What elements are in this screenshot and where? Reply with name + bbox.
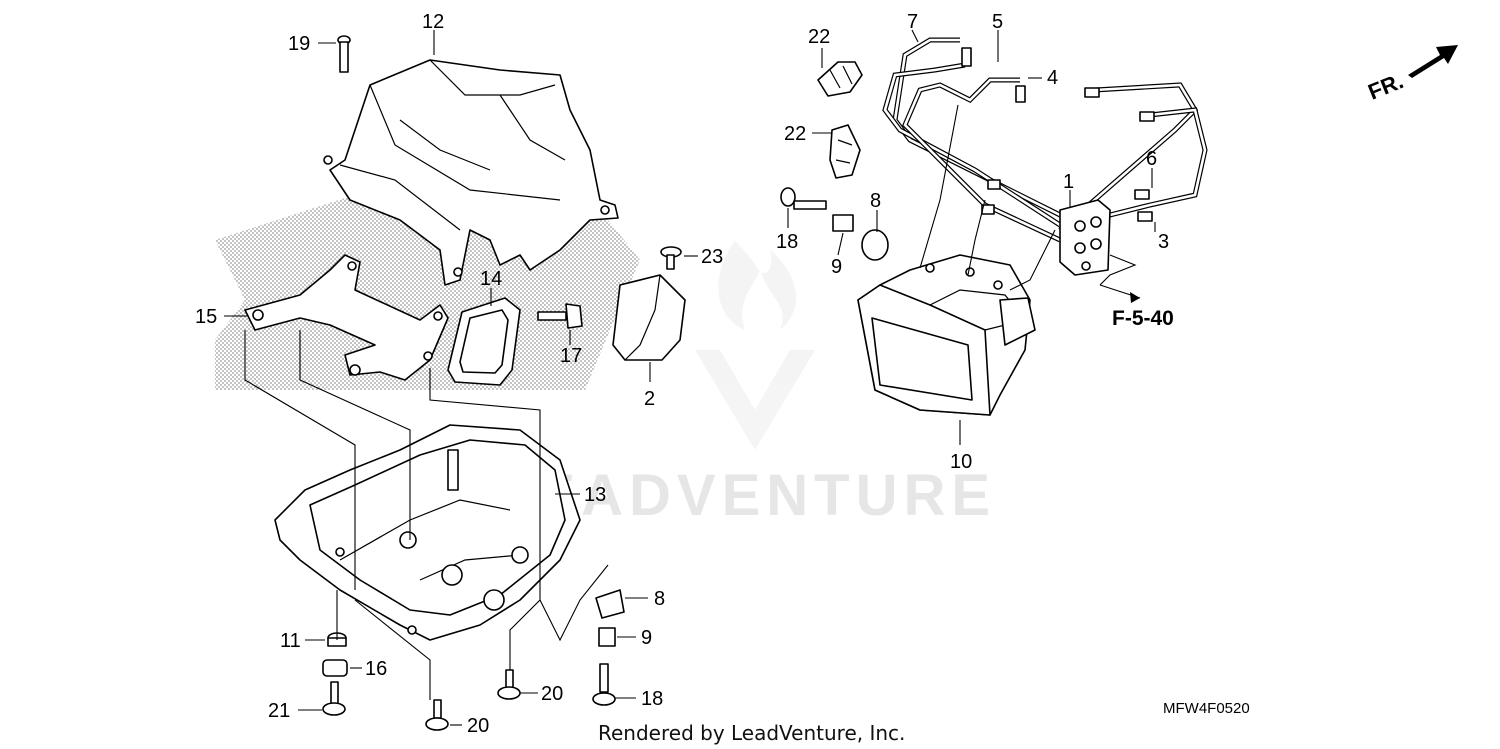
leader-lines — [224, 29, 1156, 726]
callout-7: 7 — [907, 11, 918, 33]
clip-part-22a[interactable] — [817, 61, 863, 97]
callout-9a: 9 — [831, 256, 842, 278]
callout-2: 2 — [644, 388, 655, 410]
callout-16: 16 — [365, 658, 387, 680]
grommet-part-8a[interactable] — [861, 229, 889, 261]
callout-21: 21 — [268, 700, 290, 722]
bolt-part-19[interactable] — [337, 35, 351, 73]
abs-cover-part-12[interactable] — [323, 59, 619, 286]
clip-part-23[interactable] — [660, 246, 682, 270]
abs-modulator-part-10[interactable] — [857, 254, 1036, 416]
callout-6: 6 — [1146, 148, 1157, 170]
lower-tray-part-13[interactable] — [274, 424, 581, 641]
bolt-part-17[interactable] — [537, 303, 583, 329]
callout-20a: 20 — [541, 683, 563, 705]
callout-12: 12 — [422, 11, 444, 33]
callout-4: 4 — [1047, 67, 1058, 89]
callout-5: 5 — [992, 11, 1003, 33]
brake-pipes[interactable] — [882, 37, 1208, 243]
callout-9b: 9 — [641, 627, 652, 649]
callout-8a: 8 — [870, 190, 881, 212]
callout-19: 19 — [288, 33, 310, 55]
callout-18a: 18 — [776, 231, 798, 253]
bolt-part-21[interactable] — [322, 681, 346, 716]
rubber-seal-part-14[interactable] — [447, 297, 521, 386]
callout-11: 11 — [280, 630, 301, 652]
credit-line: Rendered by LeadVenture, Inc. — [598, 721, 905, 745]
front-arrow-icon — [1408, 45, 1458, 78]
callout-22a: 22 — [808, 26, 830, 48]
callout-13: 13 — [584, 484, 606, 506]
bolt-part-20a[interactable] — [497, 669, 521, 700]
front-indicator: FR. — [1365, 68, 1407, 104]
grommet-part-8b[interactable] — [595, 589, 625, 619]
reference-link[interactable]: F-5-40 — [1112, 307, 1174, 330]
bolt-part-20b[interactable] — [425, 699, 449, 731]
grommet-part-16[interactable] — [322, 659, 348, 677]
bracket-part-15[interactable] — [244, 254, 449, 381]
callout-20b: 20 — [467, 715, 489, 737]
callout-17: 17 — [560, 345, 582, 367]
callout-15: 15 — [195, 306, 217, 328]
collar-part-9b[interactable] — [598, 627, 616, 647]
watermark-logo — [695, 240, 815, 450]
callout-labels: 1 2 3 4 5 6 7 8 8 9 9 10 11 12 13 14 15 … — [195, 11, 1169, 737]
callout-3: 3 — [1158, 231, 1169, 253]
diagram-code: MFW4F0520 — [1163, 700, 1250, 717]
rubber-cover-part-2[interactable] — [612, 274, 686, 361]
callout-23: 23 — [701, 246, 723, 268]
callout-14: 14 — [480, 268, 502, 290]
joint-block-part-1[interactable] — [1059, 199, 1111, 276]
collar-part-9a[interactable] — [832, 214, 854, 232]
bolt-part-18b[interactable] — [592, 663, 616, 706]
callout-8b: 8 — [654, 588, 665, 610]
callout-18b: 18 — [641, 688, 663, 710]
clip-part-22b[interactable] — [829, 124, 861, 179]
callout-10: 10 — [950, 451, 972, 473]
bolt-part-18a[interactable] — [780, 187, 827, 210]
callout-22b: 22 — [784, 123, 806, 145]
callout-1: 1 — [1063, 171, 1074, 193]
